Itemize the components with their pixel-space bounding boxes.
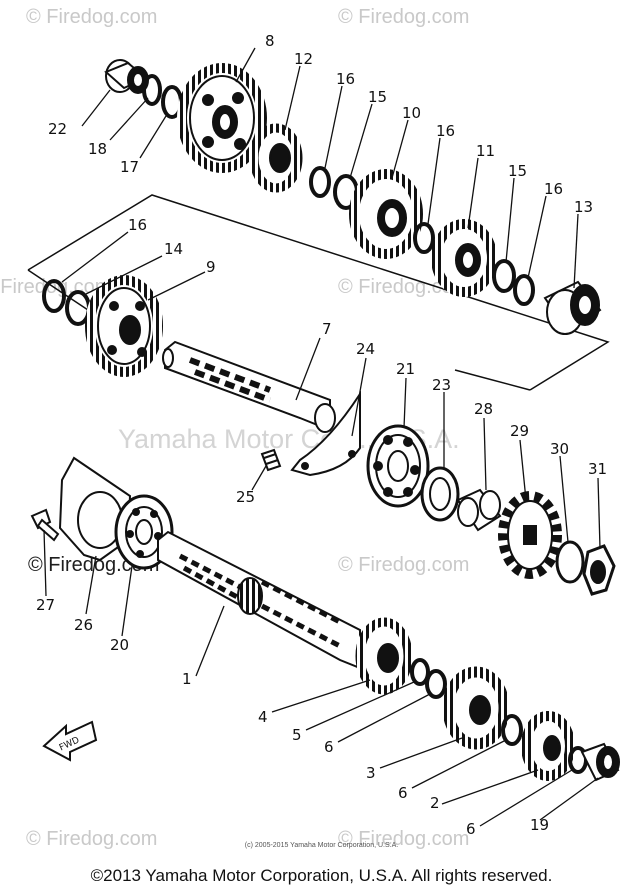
label-22: 22 xyxy=(48,120,67,138)
part-11-gear xyxy=(431,219,497,297)
watermark-bottom-right: © Firedog.com xyxy=(338,828,470,850)
part-16-circlip-c xyxy=(513,274,535,306)
label-9: 9 xyxy=(206,258,216,276)
label-6a: 6 xyxy=(324,738,334,756)
label-21: 21 xyxy=(396,360,415,378)
label-30: 30 xyxy=(550,440,569,458)
label-13: 13 xyxy=(574,198,593,216)
label-4: 4 xyxy=(258,708,268,726)
part-5-circlip xyxy=(410,658,430,686)
watermark-lower-right: © Firedog.com xyxy=(338,554,470,576)
part-16-circlip-b xyxy=(413,222,435,254)
assembly-outline xyxy=(27,194,610,391)
part-10-gear xyxy=(349,169,423,259)
label-18: 18 xyxy=(88,140,107,158)
label-12: 12 xyxy=(294,50,313,68)
label-8: 8 xyxy=(265,32,275,50)
fwd-arrow xyxy=(42,720,98,762)
label-16c: 16 xyxy=(544,180,563,198)
part-6-washer-b xyxy=(501,714,523,746)
part-28-collar xyxy=(456,488,502,532)
part-6-washer-a xyxy=(425,669,447,699)
label-16b: 16 xyxy=(436,122,455,140)
watermark-mid-right: © Firedog.com xyxy=(338,276,470,298)
label-1: 1 xyxy=(182,670,192,688)
label-16a: 16 xyxy=(336,70,355,88)
part-7-main-shaft xyxy=(162,340,336,433)
watermark-top-right: © Firedog.com xyxy=(338,6,470,28)
label-24: 24 xyxy=(356,340,375,358)
label-10: 10 xyxy=(402,104,421,122)
part-12-gear xyxy=(249,123,303,193)
label-29: 29 xyxy=(510,422,529,440)
part-2-gear xyxy=(521,711,575,781)
label-14: 14 xyxy=(164,240,183,258)
part-1-drive-axle xyxy=(157,530,361,670)
diagram-copyright: (c) 2005-2015 Yamaha Motor Corporation, … xyxy=(244,842,399,849)
part-22-bearing xyxy=(104,59,149,94)
label-31: 31 xyxy=(588,460,607,478)
part-9-gear xyxy=(85,275,163,377)
label-11: 11 xyxy=(476,142,495,160)
label-26: 26 xyxy=(74,616,93,634)
watermark-bottom-left: © Firedog.com xyxy=(26,828,158,850)
part-25-screw xyxy=(260,448,282,472)
part-31-nut xyxy=(582,544,616,596)
part-18-washer xyxy=(142,74,162,106)
label-7: 7 xyxy=(322,320,332,338)
label-6b: 6 xyxy=(398,784,408,802)
label-17: 17 xyxy=(120,158,139,176)
label-6c: 6 xyxy=(466,820,476,838)
part-16-circlip-a xyxy=(309,166,331,198)
part-16-circlip-d xyxy=(42,279,66,313)
part-21-bearing xyxy=(366,424,430,508)
label-19: 19 xyxy=(530,816,549,834)
label-5: 5 xyxy=(292,726,302,744)
watermark-top-left: © Firedog.com xyxy=(26,6,158,28)
part-13-dog-gear xyxy=(543,280,602,335)
part-4-gear xyxy=(355,617,413,695)
footer-copyright: ©2013 Yamaha Motor Corporation, U.S.A. A… xyxy=(90,866,553,885)
label-28: 28 xyxy=(474,400,493,418)
part-27-bolt xyxy=(30,508,60,542)
part-number-labels: 1 2 3 4 5 6 6 6 7 8 9 10 11 12 13 14 15 … xyxy=(36,32,607,838)
label-15a: 15 xyxy=(368,88,387,106)
part-8-gear xyxy=(177,63,267,173)
label-25: 25 xyxy=(236,488,255,506)
label-20: 20 xyxy=(110,636,129,654)
label-15b: 15 xyxy=(508,162,527,180)
label-16d: 16 xyxy=(128,216,147,234)
part-30-lock-washer xyxy=(555,540,585,584)
part-29-sprocket xyxy=(498,491,562,579)
part-19-bearing xyxy=(580,742,620,782)
label-3: 3 xyxy=(366,764,376,782)
part-24-plate xyxy=(290,390,361,477)
label-2: 2 xyxy=(430,794,440,812)
part-23-oil-seal xyxy=(420,466,460,522)
part-3-gear xyxy=(442,666,510,750)
label-27: 27 xyxy=(36,596,55,614)
label-23: 23 xyxy=(432,376,451,394)
part-15-washer-b xyxy=(492,259,516,293)
